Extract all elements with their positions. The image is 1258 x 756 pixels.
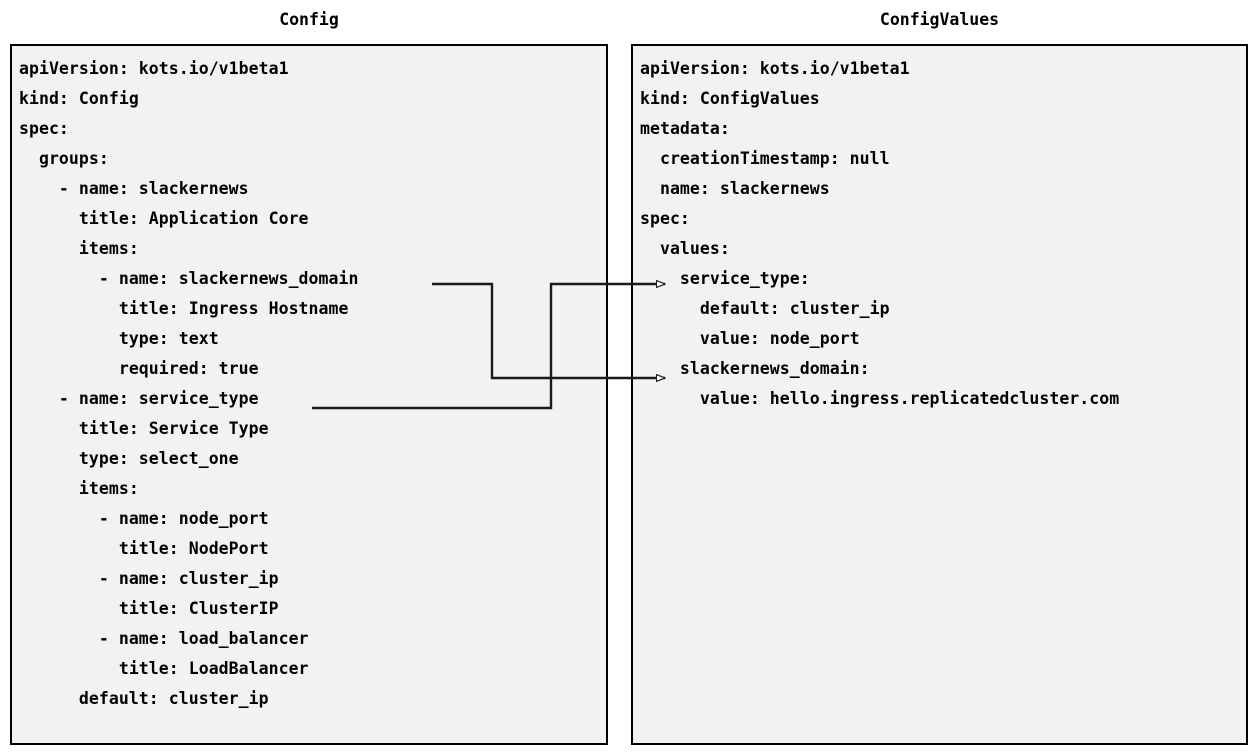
configvalues-yaml-line: default: cluster_ip [640,299,890,318]
config-yaml-line: - name: slackernews_domain [19,269,359,288]
configvalues-yaml-line: slackernews_domain: [640,359,870,378]
configvalues-panel-title: ConfigValues [879,10,1000,29]
configvalues-yaml-line: spec: [640,209,690,228]
config-yaml-line: type: text [19,329,219,348]
config-yaml-line: title: NodePort [19,539,269,558]
configvalues-yaml-line: metadata: [640,119,730,138]
config-yaml-line: items: [19,239,139,258]
configvalues-yaml-line: apiVersion: kots.io/v1beta1 [640,59,910,78]
config-yaml-line: required: true [19,359,259,378]
configvalues-yaml-line: service_type: [640,269,810,288]
config-yaml-line: items: [19,479,139,498]
config-yaml-line: title: Service Type [19,419,269,438]
config-panel: apiVersion: kots.io/v1beta1 kind: Config s… [10,44,608,745]
config-yaml-line: groups: [19,149,109,168]
config-yaml-line: title: Application Core [19,209,309,228]
config-yaml-line: title: Ingress Hostname [19,299,349,318]
config-yaml-line: - name: node_port [19,509,269,528]
config-panel-title: Config [279,10,339,29]
configvalues-yaml-line: value: node_port [640,329,860,348]
config-yaml-line: default: cluster_ip [19,689,269,708]
config-yaml-line: apiVersion: kots.io/v1beta1 [19,59,289,78]
config-yaml-line: title: ClusterIP [19,599,279,618]
configvalues-yaml-line: kind: ConfigValues [640,89,820,108]
config-yaml-line: kind: Config [19,89,139,108]
configvalues-yaml-line: name: slackernews [640,179,830,198]
config-yaml-body: apiVersion: kots.io/v1beta1 kind: Config s… [19,54,606,714]
configvalues-yaml-line: creationTimestamp: null [640,149,890,168]
config-yaml-line: spec: [19,119,69,138]
config-yaml-line: - name: slackernews [19,179,249,198]
config-yaml-line: - name: cluster_ip [19,569,279,588]
config-yaml-line: title: LoadBalancer [19,659,309,678]
configvalues-panel: apiVersion: kots.io/v1beta1 kind: ConfigV… [631,44,1248,745]
configvalues-yaml-line: values: [640,239,730,258]
config-yaml-line: - name: load_balancer [19,629,309,648]
configvalues-yaml-line: value: hello.ingress.replicatedcluster.c… [640,389,1120,408]
configvalues-yaml-body: apiVersion: kots.io/v1beta1 kind: ConfigV… [640,54,1246,414]
config-yaml-line: - name: service_type [19,389,259,408]
config-yaml-line: type: select_one [19,449,239,468]
